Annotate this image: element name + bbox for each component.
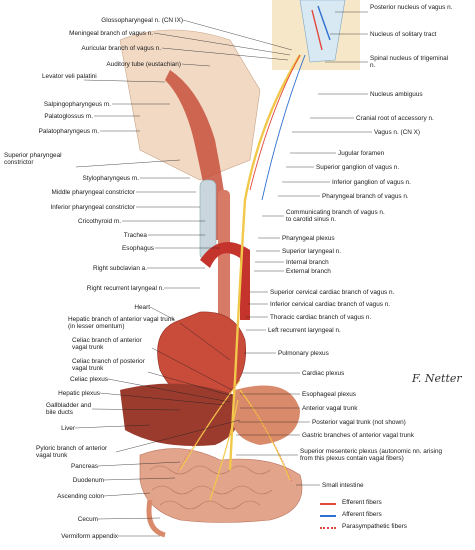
parasympathetic-dots (177, 379, 293, 483)
label-superior-ganglion: Superior ganglion of vagus n. (316, 164, 400, 171)
intestines (139, 448, 303, 523)
label-internal-branch: Internal branch (286, 259, 329, 266)
label-small-intestine: Small intestine (322, 482, 364, 489)
label-vagus-nerve: Vagus n. (CN X) (374, 129, 421, 136)
label-pharyngeal-branch: Pharyngeal branch of vagus n. (322, 193, 409, 200)
label-jugular-foramen: Jugular foramen (338, 150, 385, 157)
label-gastric-branches: Gastric branches of anterior vagal trunk (302, 432, 414, 439)
label-auricular-branch: Auricular branch of vagus n. (81, 45, 161, 52)
abdominal-branches (179, 379, 291, 501)
efferent-swatch (320, 503, 336, 505)
label-nucleus-solitary-tract: Nucleus of solitary tract (370, 31, 437, 38)
label-communicating-branch: Communicating branch of vagus n. to caro… (286, 209, 385, 223)
label-heart: Heart (134, 304, 150, 311)
label-glossopharyngeal-nerve: Glossopharyngeal n. (CN IX) (101, 17, 183, 24)
label-inferior-cervical-cardiac: Inferior cervical cardiac branch of vagu… (270, 301, 391, 308)
label-superior-pharyngeal-constrictor: Superior pharyngeal constrictor (4, 152, 62, 166)
intestinal-loops (149, 465, 273, 510)
solitary-tract (317, 5, 331, 41)
label-esophagus: Esophagus (122, 245, 154, 252)
label-inferior-pharyngeal-constrictor: Inferior pharyngeal constrictor (50, 204, 135, 211)
label-right-recurrent-laryngeal: Right recurrent laryngeal n. (86, 285, 164, 292)
label-celiac-branch-posterior: Celiac branch of posterior vagal trunk (72, 358, 145, 372)
left-leader-lines (74, 19, 293, 537)
label-cricothyroid: Cricothyroid m. (78, 218, 121, 225)
label-pancreas: Pancreas (71, 463, 98, 470)
label-nucleus-ambiguus: Nucleus ambiguus (370, 91, 423, 98)
legend-afferent: Afferent fibers (320, 510, 470, 522)
label-celiac-branch-anterior: Celiac branch of anterior vagal trunk (72, 337, 142, 351)
label-esophageal-plexus: Esophageal plexus (302, 391, 357, 398)
label-duodenum: Duodenum (72, 477, 104, 484)
label-auditory-tube: Auditory tube (eustachian) (106, 61, 181, 68)
label-superior-laryngeal-nerve: Superior laryngeal n. (282, 248, 341, 255)
aortic-arch (200, 242, 250, 320)
label-spinal-nucleus-trigeminal: Spinal nucleus of trigeminal n. (370, 55, 449, 69)
label-left-recurrent-laryngeal: Left recurrent laryngeal n. (268, 327, 341, 334)
label-pulmonary-plexus: Pulmonary plexus (278, 350, 329, 357)
label-cardiac-plexus: Cardiac plexus (302, 370, 345, 377)
label-salpingopharyngeus: Salpingopharyngeus m. (43, 101, 111, 108)
legend-afferent-label: Afferent fibers (342, 511, 382, 518)
brainstem-section (299, 0, 346, 63)
legend-parasympathetic: Parasympathetic fibers (320, 522, 470, 534)
fiber-legend: Efferent fibers Afferent fibers Parasymp… (320, 498, 470, 534)
label-superior-cervical-cardiac: Superior cervical cardiac branch of vagu… (270, 289, 395, 296)
vagus-nerve-trunk (228, 54, 302, 471)
label-inferior-ganglion: Inferior ganglion of vagus n. (332, 179, 411, 186)
label-hepatic-branch-anterior: Hepatic branch of anterior vagal trunk (… (68, 316, 175, 330)
label-ascending-colon: Ascending colon (57, 493, 104, 500)
stomach (232, 385, 300, 445)
label-palatoglossus: Palatoglossus m. (44, 113, 93, 120)
legend-efferent-label: Efferent fibers (342, 499, 382, 506)
label-stylopharyngeus: Stylopharyngeus m. (82, 175, 139, 182)
liver (120, 383, 240, 446)
legend-efferent: Efferent fibers (320, 498, 470, 510)
label-external-branch: External branch (286, 268, 331, 275)
label-trachea: Trachea (123, 232, 147, 239)
legend-parasympathetic-label: Parasympathetic fibers (342, 523, 407, 530)
afferent-fiber-line (261, 54, 306, 201)
label-vermiform-appendix: Vermiform appendix (61, 533, 118, 540)
parasympathetic-swatch (320, 527, 336, 529)
label-superior-mesenteric-plexus: Superior mesenteric plexus (autonomic nn… (300, 448, 443, 462)
label-levator-veli-palatini: Levator veli palatini (42, 73, 97, 80)
label-pharyngeal-plexus: Pharyngeal plexus (282, 235, 335, 242)
label-cranial-root-accessory: Cranial root of accessory n. (356, 115, 434, 122)
label-middle-pharyngeal-constrictor: Middle pharyngeal constrictor (51, 189, 135, 196)
label-gallbladder-bile-ducts: Gallbladder and bile ducts (46, 402, 92, 416)
efferent-fiber-line (249, 54, 301, 191)
label-meningeal-branch: Meningeal branch of vagus n. (69, 30, 153, 37)
label-posterior-nucleus-vagus: Posterior nucleus of vagus n. (370, 4, 453, 11)
appendix (146, 499, 166, 538)
label-right-subclavian-artery: Right subclavian a. (93, 265, 147, 272)
label-celiac-plexus: Celiac plexus (69, 376, 108, 383)
afferent-swatch (320, 515, 336, 517)
label-anterior-vagal-trunk: Anterior vagal trunk (302, 405, 358, 412)
label-palatopharyngeus: Palatopharyngeus m. (38, 128, 99, 135)
motor-nucleus (311, 9, 323, 51)
label-liver: Liver (61, 425, 75, 432)
label-pyloric-branch: Pyloric branch of anterior vagal trunk (36, 445, 108, 459)
right-leader-lines (236, 11, 372, 486)
label-thoracic-cardiac: Thoracic cardiac branch of vagus n. (270, 314, 372, 321)
artist-signature: F. Netter (412, 372, 462, 385)
label-cecum: Cecum (77, 516, 98, 523)
label-hepatic-plexus: Hepatic plexus (58, 390, 100, 397)
label-posterior-vagal-trunk: Posterior vagal trunk (not shown) (312, 419, 406, 426)
